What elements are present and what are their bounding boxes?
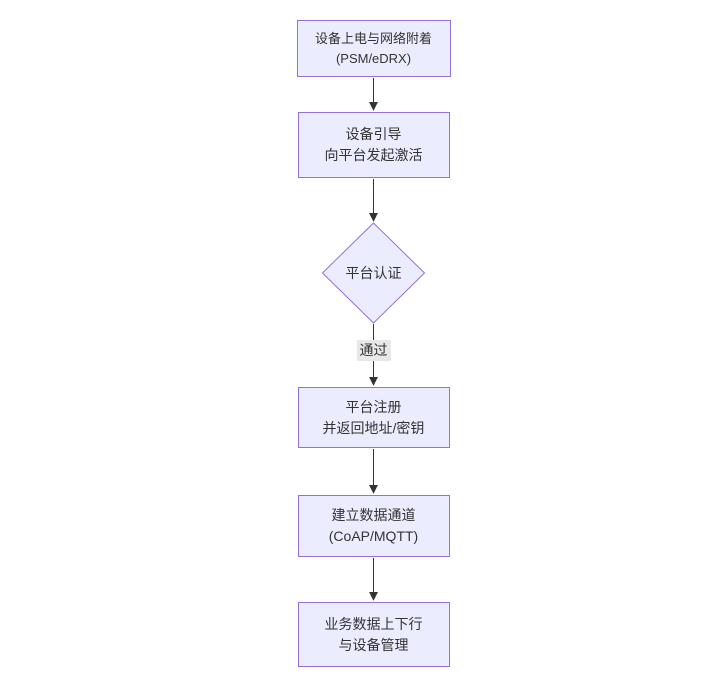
node-label-line: (PSM/eDRX) — [335, 50, 412, 66]
node-business-data: 业务数据上下行 与设备管理 — [297, 602, 450, 667]
node-label-line: 向平台发起激活 — [324, 147, 423, 163]
node-device-bootstrap: 设备引导 向平台发起激活 — [297, 112, 450, 178]
node-label-line: 平台注册 — [345, 398, 402, 415]
edge-label-pass: 通过 — [356, 340, 391, 361]
node-data-channel: 建立数据通道 (CoAP/MQTT) — [297, 495, 450, 557]
node-label-line: 与设备管理 — [338, 636, 409, 653]
node-label-line: 建立数据通道 — [331, 507, 416, 523]
node-label-line: 设备引导 — [345, 126, 402, 142]
node-label-line: 平台认证 — [345, 264, 402, 281]
node-label-line: 业务数据上下行 — [324, 615, 423, 632]
node-label-line: (CoAP/MQTT) — [328, 528, 419, 544]
decision-diamond-shape — [321, 222, 426, 324]
node-platform-auth: 平台认证 — [323, 223, 425, 323]
node-label-line: 并返回地址/密钥 — [322, 419, 425, 436]
node-platform-register: 平台注册 并返回地址/密钥 — [297, 387, 450, 448]
node-label-line: 设备上电与网络附着 — [314, 30, 432, 46]
node-power-network-attach: 设备上电与网络附着 (PSM/eDRX) — [296, 20, 451, 77]
